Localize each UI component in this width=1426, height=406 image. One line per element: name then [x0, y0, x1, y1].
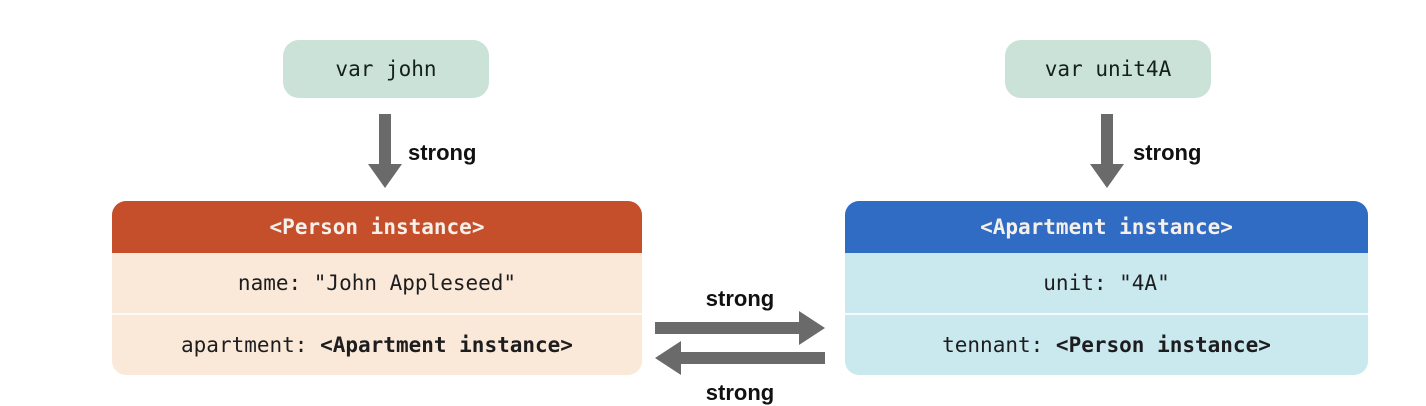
property-value: "4A"	[1119, 271, 1170, 295]
strong-label-person-to-apartment: strong	[705, 286, 775, 311]
variable-pill-john-label: var john	[335, 57, 437, 81]
strong-label-unit4a: strong	[1133, 140, 1202, 165]
strong-label-apartment-to-person: strong	[705, 380, 775, 405]
property-label: name:	[237, 271, 314, 295]
person-property-row-apartment: apartment: <Apartment instance>	[112, 313, 642, 375]
property-value: <Apartment instance>	[320, 333, 573, 357]
property-value: "John Appleseed"	[313, 271, 517, 295]
person-instance-header: <Person instance>	[112, 201, 642, 253]
property-label: unit:	[1043, 271, 1120, 295]
person-instance-card: <Person instance> name: "John Appleseed"…	[112, 201, 642, 375]
variable-pill-unit4a: var unit4A	[1005, 40, 1211, 98]
person-property-row-name: name: "John Appleseed"	[112, 253, 642, 313]
apartment-instance-card: <Apartment instance> unit: "4A" tennant:…	[845, 201, 1368, 375]
apartment-property-row-unit: unit: "4A"	[845, 253, 1368, 313]
arrow-down-icon	[368, 114, 402, 188]
person-instance-title: <Person instance>	[269, 215, 485, 239]
variable-pill-john: var john	[283, 40, 489, 98]
strong-label-john: strong	[408, 140, 477, 165]
apartment-instance-header: <Apartment instance>	[845, 201, 1368, 253]
property-label: tennant:	[942, 333, 1056, 357]
variable-pill-unit4a-label: var unit4A	[1044, 57, 1172, 81]
arrow-down-icon	[1090, 114, 1124, 188]
arrow-left-icon	[655, 341, 825, 375]
property-label: apartment:	[181, 333, 321, 357]
apartment-property-row-tennant: tennant: <Person instance>	[845, 313, 1368, 375]
apartment-instance-title: <Apartment instance>	[980, 215, 1233, 239]
arrow-right-icon	[655, 311, 825, 345]
property-value: <Person instance>	[1055, 333, 1271, 357]
